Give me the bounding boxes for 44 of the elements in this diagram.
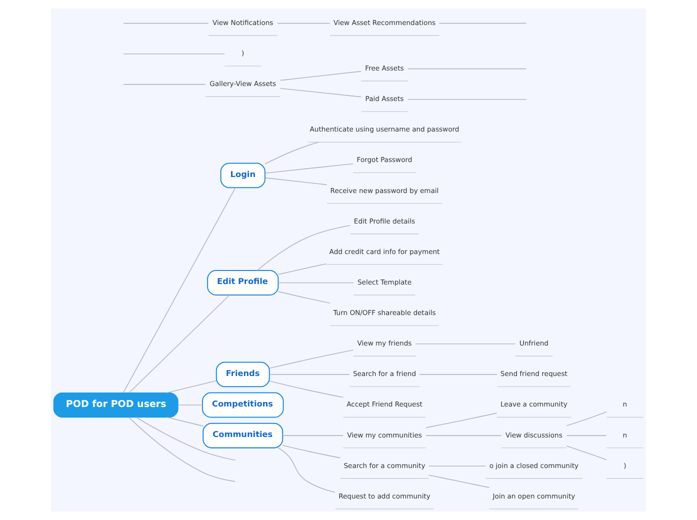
connector: [426, 412, 498, 428]
connector: [122, 187, 236, 394]
connector: [566, 446, 607, 460]
connector: [426, 435, 502, 436]
connector: [256, 225, 351, 271]
connector: [408, 68, 527, 70]
connector: [123, 22, 209, 24]
node-box: Edit Profile: [207, 270, 279, 296]
connector: [128, 294, 230, 394]
node-box: Competitions: [202, 392, 284, 418]
connector: [128, 416, 236, 482]
connector: [136, 416, 236, 461]
connector: [278, 291, 331, 304]
connector: [269, 374, 350, 375]
connector: [566, 411, 607, 426]
connector: [280, 88, 362, 98]
connector: [428, 466, 486, 467]
connector: [178, 404, 203, 406]
node-box: Friends: [216, 362, 270, 388]
node-box: POD for POD users: [53, 392, 178, 418]
connector: [269, 350, 354, 369]
connector: [278, 282, 354, 284]
connector: [276, 22, 330, 24]
connector: [269, 380, 344, 398]
node-box: Login: [220, 162, 266, 188]
connector: [166, 416, 204, 426]
connector: [282, 435, 344, 436]
connector: [428, 474, 490, 488]
connector: [264, 163, 354, 174]
connector: [264, 142, 320, 164]
connector: [123, 53, 225, 54]
connector: [280, 70, 362, 81]
connector: [264, 177, 328, 186]
connector: [278, 263, 327, 275]
connector: [438, 22, 527, 24]
connector: [166, 380, 217, 394]
connector: [407, 98, 527, 100]
connector: [415, 343, 516, 344]
connector: [419, 374, 498, 375]
node-box: Communities: [202, 422, 284, 448]
connector: [566, 435, 607, 436]
connector: [123, 84, 206, 85]
connector: [282, 445, 341, 458]
connector: [278, 447, 336, 493]
